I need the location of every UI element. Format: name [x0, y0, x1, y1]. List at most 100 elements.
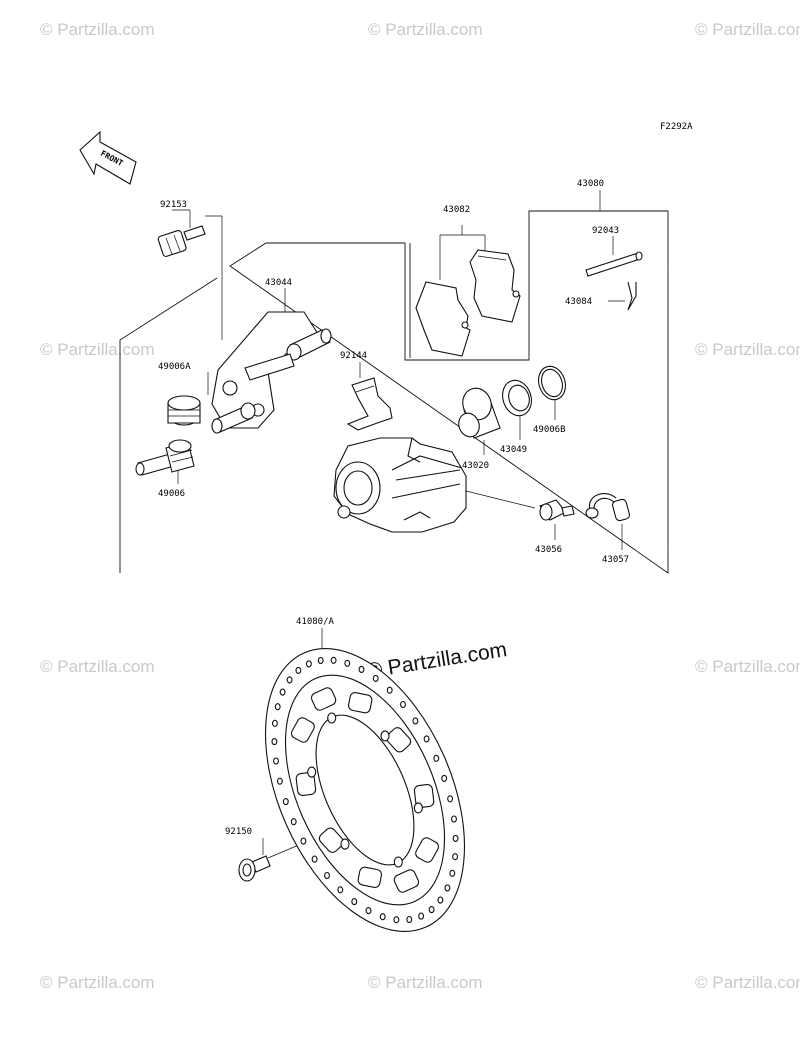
disc-perimeter-hole — [305, 660, 312, 668]
watermark-lower-right: © Partzilla.com — [695, 657, 800, 676]
disc-lightening-window — [386, 727, 412, 753]
pad-spring-92144 — [346, 377, 393, 431]
disc-perimeter-hole — [311, 855, 318, 863]
disc-perimeter-hole — [295, 666, 302, 674]
disc-perimeter-hole — [386, 686, 393, 694]
watermark-top-right: © Partzilla.com — [695, 20, 800, 39]
label-49006B: 49006B — [533, 425, 566, 435]
label-49006A: 49006A — [158, 362, 191, 372]
brake-pads-43082 — [415, 249, 521, 357]
watermark-mid-left: © Partzilla.com — [40, 340, 155, 359]
disc-perimeter-hole — [351, 898, 358, 906]
caliper-assembly-frame — [119, 210, 669, 574]
disc-perimeter-hole — [406, 915, 413, 924]
label-43084: 43084 — [565, 297, 592, 307]
pin-boot-49006 — [135, 439, 195, 476]
bolt-92153 — [157, 225, 206, 257]
disc-perimeter-hole — [271, 719, 278, 727]
disc-perimeter-hole — [276, 777, 283, 785]
caliper-body — [333, 437, 467, 533]
clip-43084 — [627, 281, 637, 311]
disc-perimeter-hole — [290, 818, 297, 826]
label-49006: 49006 — [158, 489, 185, 499]
disc-perimeter-hole — [274, 703, 281, 711]
disc-perimeter-hole — [449, 869, 456, 877]
disc-perimeter-hole — [452, 853, 459, 861]
disc-perimeter-hole — [330, 656, 337, 664]
watermark-bottom-right: © Partzilla.com — [695, 973, 800, 992]
bleed-valve-43056 — [539, 499, 575, 521]
disc-perimeter-hole — [452, 834, 459, 842]
front-direction-arrow: FRONT — [79, 130, 137, 185]
watermark-top-center: © Partzilla.com — [368, 20, 483, 39]
disc-perimeter-hole — [317, 656, 324, 665]
disc-mount-hole — [340, 838, 350, 850]
label-43044: 43044 — [265, 278, 292, 288]
disc-holes — [271, 656, 459, 924]
disc-lightening-window — [310, 687, 337, 711]
diagram-code-label: F2292A — [660, 122, 693, 132]
disc-perimeter-hole — [447, 795, 454, 803]
disc-perimeter-hole — [365, 907, 372, 915]
disc-perimeter-hole — [400, 700, 406, 709]
seal-43049 — [502, 379, 532, 417]
brake-disc-41080A — [264, 648, 466, 932]
disc-perimeter-hole — [379, 913, 386, 921]
disc-lightening-window — [413, 784, 435, 808]
label-92150: 92150 — [225, 827, 252, 837]
disc-perimeter-hole — [451, 815, 457, 823]
disc-perimeter-hole — [423, 735, 430, 743]
leader-lines — [172, 190, 625, 859]
disc-perimeter-hole — [393, 916, 400, 924]
label-92043: 92043 — [592, 226, 619, 236]
boot-49006A — [167, 395, 201, 426]
watermark-top-left: © Partzilla.com — [40, 20, 155, 39]
disc-mount-hole — [327, 712, 337, 724]
pad-pin-92043 — [585, 251, 643, 277]
watermark-bottom-center: © Partzilla.com — [368, 973, 483, 992]
label-43080: 43080 — [577, 179, 604, 189]
disc-perimeter-hole — [300, 837, 307, 845]
bleed-cap-43057 — [585, 493, 631, 522]
watermark-mid-right: © Partzilla.com — [695, 340, 800, 359]
disc-lightening-window — [393, 869, 420, 893]
label-43056: 43056 — [535, 545, 562, 555]
label-92153: 92153 — [160, 200, 187, 210]
disc-perimeter-hole — [412, 717, 419, 725]
disc-perimeter-hole — [428, 906, 435, 914]
watermark-bottom-left: © Partzilla.com — [40, 973, 155, 992]
disc-mount-hole — [393, 856, 403, 868]
disc-perimeter-hole — [372, 674, 379, 682]
disc-lightening-window — [290, 717, 315, 743]
disc-lightening-window — [347, 692, 373, 714]
disc-bolt-92150 — [238, 855, 271, 882]
disc-perimeter-hole — [279, 688, 286, 696]
disc-perimeter-hole — [273, 757, 279, 765]
label-43082: 43082 — [443, 205, 470, 215]
caliper-bracket-43044 — [211, 311, 332, 434]
disc-perimeter-hole — [324, 871, 330, 880]
disc-perimeter-hole — [444, 884, 451, 892]
disc-perimeter-hole — [282, 798, 289, 806]
disc-mount-hole — [380, 730, 390, 742]
label-43020: 43020 — [462, 461, 489, 471]
disc-perimeter-hole — [433, 754, 440, 762]
part-labels: 92153 43044 43082 43080 92043 43084 4900… — [158, 179, 629, 837]
disc-perimeter-hole — [441, 774, 448, 782]
seal-49006B — [538, 365, 566, 401]
disc-perimeter-hole — [358, 665, 365, 673]
disc-perimeter-hole — [271, 738, 278, 746]
disc-lightening-window — [318, 827, 344, 853]
disc-perimeter-hole — [418, 912, 425, 920]
watermark-lower-left: © Partzilla.com — [40, 657, 155, 676]
label-41080A: 41080/A — [296, 617, 335, 627]
disc-mount-hole — [307, 766, 317, 778]
disc-perimeter-hole — [437, 896, 444, 904]
disc-perimeter-hole — [286, 676, 293, 684]
disc-perimeter-hole — [337, 886, 344, 894]
piston-43020 — [458, 387, 501, 439]
label-43049: 43049 — [500, 445, 527, 455]
label-43057: 43057 — [602, 555, 629, 565]
